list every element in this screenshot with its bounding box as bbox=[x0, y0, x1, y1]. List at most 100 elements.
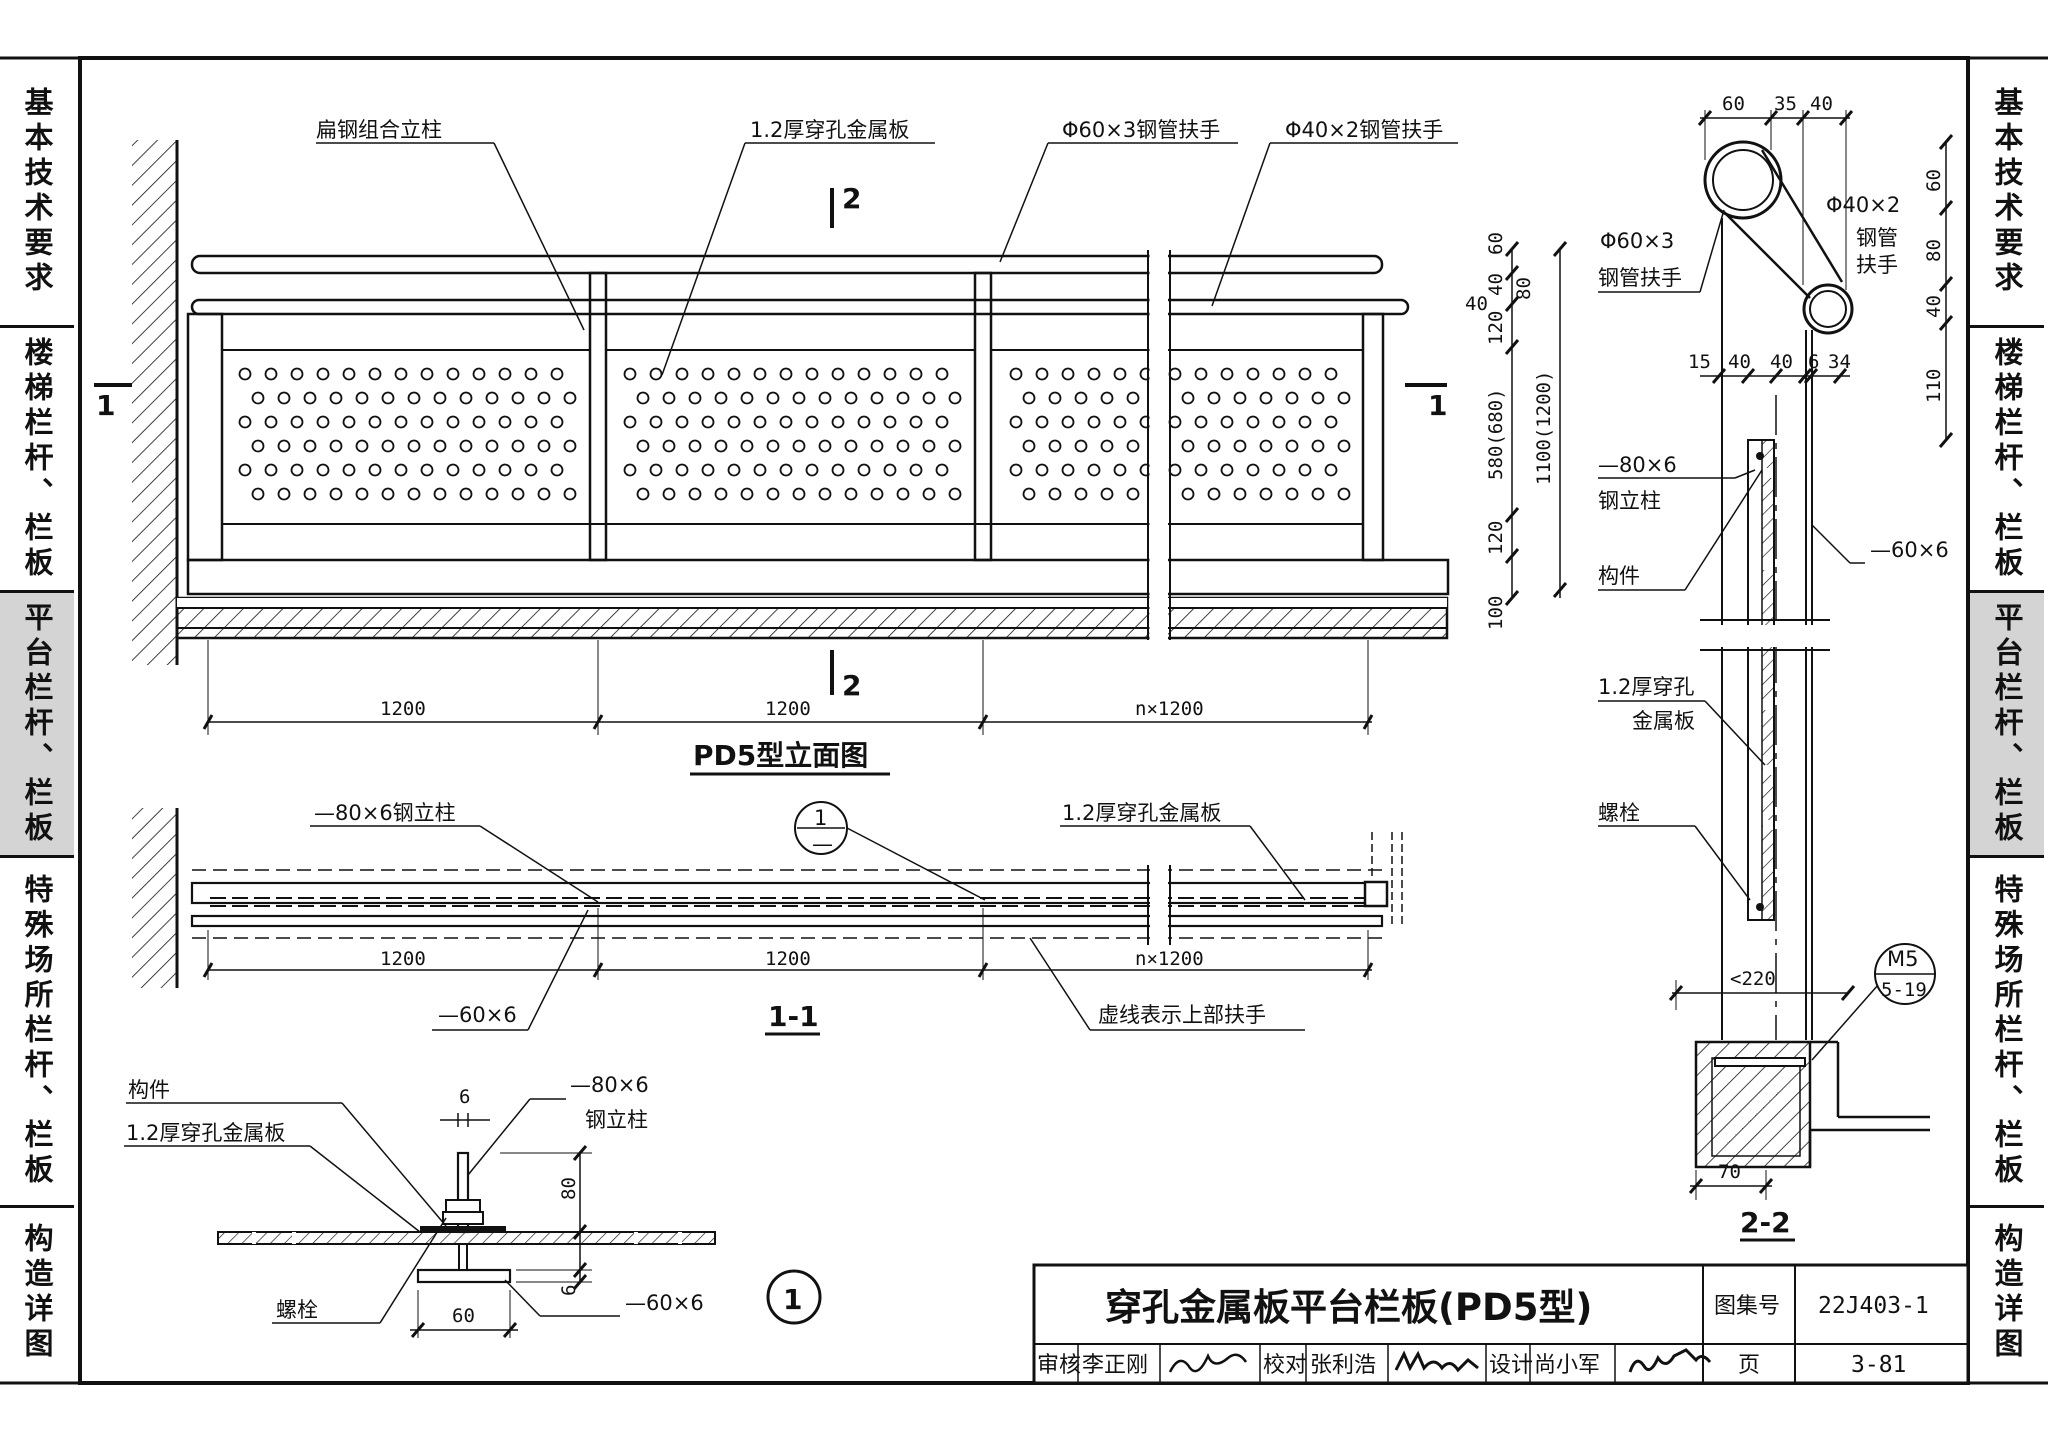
perforation-hole bbox=[935, 367, 949, 381]
dim-580: 580(680) bbox=[1485, 388, 1507, 480]
right-tab-special[interactable]: 特殊场所栏杆、栏板 bbox=[1970, 858, 2044, 1208]
s22-panel-a: 1.2厚穿孔 bbox=[1598, 675, 1694, 699]
d1-dim-6a: 6 bbox=[459, 1086, 470, 1108]
perforation-hole bbox=[446, 367, 460, 381]
perforation-hole bbox=[714, 439, 728, 453]
perforation-hole bbox=[896, 487, 910, 501]
right-tab-stair[interactable]: 楼梯栏杆、栏板 bbox=[1970, 328, 2044, 593]
right-tab-detail[interactable]: 构造详图 bbox=[1990, 1223, 2024, 1363]
perforation-hole bbox=[394, 415, 408, 429]
check-signature bbox=[1394, 1350, 1479, 1373]
perforation-hole bbox=[688, 439, 702, 453]
perforation-hole bbox=[1311, 439, 1325, 453]
perforation-hole bbox=[714, 391, 728, 405]
perforation-hole bbox=[329, 391, 343, 405]
perforation-hole bbox=[459, 439, 473, 453]
perforation-hole bbox=[472, 415, 486, 429]
perforation-hole bbox=[623, 415, 637, 429]
perforation-hole bbox=[381, 487, 395, 501]
s22-dim-220: <220 bbox=[1730, 968, 1776, 990]
perforation-hole bbox=[831, 415, 845, 429]
page-label: 页 bbox=[1738, 1353, 1760, 1378]
right-tab-platform[interactable]: 平台栏杆、栏板 bbox=[1970, 593, 2044, 858]
left-tab-basic[interactable]: 基本技术要求 bbox=[0, 58, 74, 328]
check-name: 张利浩 bbox=[1310, 1353, 1376, 1378]
perforation-hole bbox=[1048, 439, 1062, 453]
perforation-hole bbox=[238, 367, 252, 381]
perforation-hole bbox=[948, 391, 962, 405]
perforation-hole bbox=[714, 487, 728, 501]
perforation-hole bbox=[1009, 415, 1023, 429]
d1-dim-6b: 6 bbox=[558, 1285, 580, 1296]
left-tab-detail[interactable]: 构造详图 bbox=[20, 1223, 54, 1363]
review-label: 审核 bbox=[1037, 1353, 1081, 1378]
perforation-hole bbox=[524, 463, 538, 477]
perforation-hole bbox=[1285, 487, 1299, 501]
perforation-hole bbox=[1259, 487, 1273, 501]
perforation-hole bbox=[779, 463, 793, 477]
perforation-hole bbox=[766, 487, 780, 501]
perforation-hole bbox=[550, 463, 564, 477]
perforation-hole bbox=[1126, 439, 1140, 453]
perforation-hole bbox=[355, 487, 369, 501]
right-tab-basic[interactable]: 基本技术要求 bbox=[1970, 58, 2044, 328]
d1-callout-panel: 1.2厚穿孔金属板 bbox=[126, 1121, 285, 1145]
perforation-hole bbox=[805, 415, 819, 429]
perforation-hole bbox=[1285, 391, 1299, 405]
perforation-hole bbox=[485, 391, 499, 405]
perforation-hole bbox=[1246, 463, 1260, 477]
perforation-hole bbox=[649, 463, 663, 477]
callout-rail-60: Φ60×3钢管扶手 bbox=[1062, 118, 1220, 142]
plan-view: —80×6钢立柱 1 — 1.2厚穿孔金属板 1200 1200 n×1200 … bbox=[132, 801, 1403, 1036]
perforation-hole bbox=[766, 439, 780, 453]
right-sidebar: 基本技术要求 楼梯栏杆、栏板 平台栏杆、栏板 特殊场所栏杆、栏板 构造详图 bbox=[1970, 58, 2044, 1378]
s22-dim-40b: 40 bbox=[1770, 351, 1793, 373]
left-tab-stair[interactable]: 楼梯栏杆、栏板 bbox=[0, 328, 74, 593]
perforation-hole bbox=[1298, 367, 1312, 381]
perforation-hole bbox=[381, 391, 395, 405]
perforation-hole bbox=[1074, 391, 1088, 405]
s22-rail40-b: 钢管 bbox=[1856, 226, 1898, 250]
perforation-hole bbox=[779, 415, 793, 429]
perforation-hole bbox=[511, 487, 525, 501]
perforation-hole bbox=[792, 439, 806, 453]
d1-callout-flat: —60×6 bbox=[625, 1291, 704, 1315]
perforation-hole bbox=[935, 415, 949, 429]
perforation-hole bbox=[662, 391, 676, 405]
left-tab-platform[interactable]: 平台栏杆、栏板 bbox=[0, 593, 74, 858]
perforation-hole bbox=[368, 367, 382, 381]
perforation-hole bbox=[1337, 439, 1351, 453]
left-tab-special[interactable]: 特殊场所栏杆、栏板 bbox=[0, 858, 74, 1208]
dim-span-1: 1200 bbox=[380, 698, 426, 720]
perforation-hole bbox=[1311, 487, 1325, 501]
section-2-2: 60 35 40 60 80 40 110 15 40 40 6 34 bbox=[1598, 93, 1954, 1242]
perforation-hole bbox=[381, 439, 395, 453]
perforation-hole bbox=[649, 367, 663, 381]
perforation-hole bbox=[753, 415, 767, 429]
perforation-hole bbox=[420, 415, 434, 429]
perforation-hole bbox=[675, 463, 689, 477]
perforation-hole bbox=[688, 487, 702, 501]
elevation-view: 1 1 2 2 扁钢组合立柱 1.2厚穿孔金属板 Φ60×3钢管扶手 Φ40×2… bbox=[94, 118, 1568, 776]
perforation-hole bbox=[251, 391, 265, 405]
perforation-hole bbox=[251, 439, 265, 453]
perforation-hole bbox=[459, 487, 473, 501]
perforation-hole bbox=[740, 391, 754, 405]
perforation-hole bbox=[277, 439, 291, 453]
perforation-hole bbox=[1272, 415, 1286, 429]
page-number: 3-81 bbox=[1851, 1352, 1906, 1378]
perforation-hole bbox=[238, 463, 252, 477]
d1-dim-60: 60 bbox=[452, 1305, 475, 1327]
d1-callout-bolt: 螺栓 bbox=[276, 1298, 318, 1322]
perforation-hole bbox=[303, 391, 317, 405]
perforation-hole bbox=[896, 391, 910, 405]
perforation-hole bbox=[303, 487, 317, 501]
perforation-hole bbox=[727, 367, 741, 381]
s22-panel-b: 金属板 bbox=[1632, 709, 1695, 733]
dim-60: 60 bbox=[1485, 232, 1507, 255]
section-mark-2-top: 2 bbox=[842, 182, 861, 215]
perforation-hole bbox=[290, 367, 304, 381]
perforation-hole bbox=[1324, 415, 1338, 429]
perforation-hole bbox=[1181, 487, 1195, 501]
perforation-hole bbox=[844, 439, 858, 453]
